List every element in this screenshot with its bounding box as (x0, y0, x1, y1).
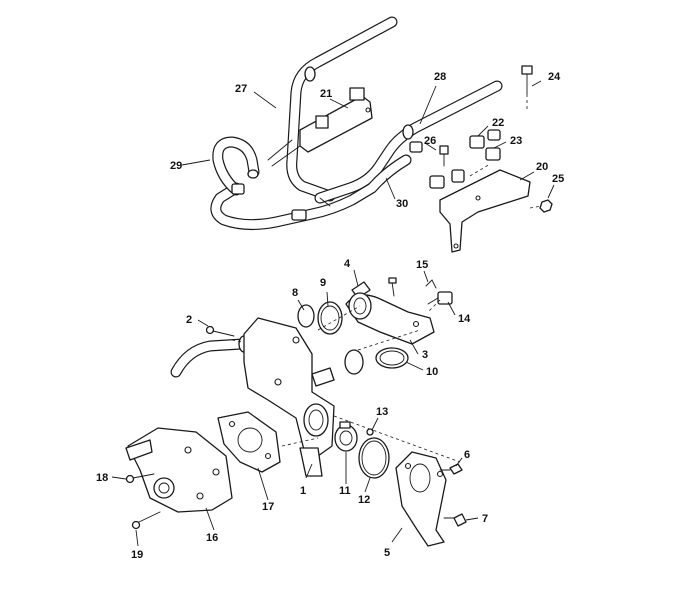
callout-26: 26 (424, 135, 436, 147)
callout-16: 16 (206, 532, 218, 544)
thermostat-cover-5 (395, 451, 447, 547)
pipe-28 (314, 80, 503, 204)
bracket-20 (429, 169, 531, 253)
o-ring-10b (375, 347, 409, 369)
callout-29: 29 (170, 160, 182, 172)
callout-5: 5 (384, 547, 390, 559)
assembly-guides (231, 299, 461, 463)
sensor-14 (427, 291, 453, 305)
callout-22: 22 (492, 117, 504, 129)
bolt-26 (439, 145, 449, 167)
callout-8: 8 (292, 287, 298, 299)
o-ring-8 (297, 304, 315, 328)
callout-10: 10 (426, 366, 438, 378)
callout-24: 24 (548, 71, 561, 83)
clip-15 (425, 279, 437, 289)
callout-6: 6 (464, 449, 470, 461)
o-ring-10a (344, 349, 364, 375)
bolt-6 (439, 463, 463, 475)
bolt-18 (125, 473, 155, 484)
bolt-7 (443, 513, 467, 527)
callout-13: 13 (376, 406, 388, 418)
hose-29 (212, 136, 260, 196)
pipe-27 (286, 16, 398, 202)
callout-30: 30 (396, 198, 408, 210)
bracket-21 (299, 87, 373, 153)
housing-1 (243, 317, 335, 477)
callout-25: 25 (552, 173, 564, 185)
callout-28: 28 (434, 71, 446, 83)
callout-17: 17 (262, 501, 274, 513)
clips-22-23 (469, 129, 501, 177)
water-pump-16 (125, 427, 233, 513)
o-ring-9 (317, 301, 343, 335)
callout-3: 3 (422, 349, 428, 361)
callout-14: 14 (458, 313, 471, 325)
callout-1: 1 (300, 485, 306, 497)
callout-27: 27 (235, 83, 247, 95)
callout-19: 19 (131, 549, 143, 561)
bolt-24 (521, 65, 533, 110)
callout-21: 21 (320, 88, 332, 100)
callout-20: 20 (536, 161, 548, 173)
nut-25 (529, 199, 553, 213)
callout-4: 4 (344, 258, 351, 270)
thermostat-11 (334, 421, 358, 452)
outlet-elbow-3 (345, 292, 435, 345)
bolt-19 (131, 511, 161, 530)
o-ring-12 (358, 437, 390, 479)
callout-15: 15 (416, 259, 428, 271)
bolt-pin (388, 277, 397, 297)
callout-11: 11 (339, 485, 351, 497)
callout-9: 9 (320, 277, 326, 289)
pipe-bracket-clips (231, 139, 423, 221)
callout-18: 18 (96, 472, 108, 484)
bolt-2 (205, 325, 235, 337)
callout-leaders (111, 80, 555, 547)
callout-labels: 1 2 3 4 5 6 7 8 9 10 11 12 13 14 15 16 1… (96, 71, 564, 561)
callout-23: 23 (510, 135, 522, 147)
gasket-17 (217, 411, 281, 473)
callout-7: 7 (482, 513, 488, 525)
callout-2: 2 (186, 314, 192, 326)
callout-12: 12 (358, 494, 370, 506)
